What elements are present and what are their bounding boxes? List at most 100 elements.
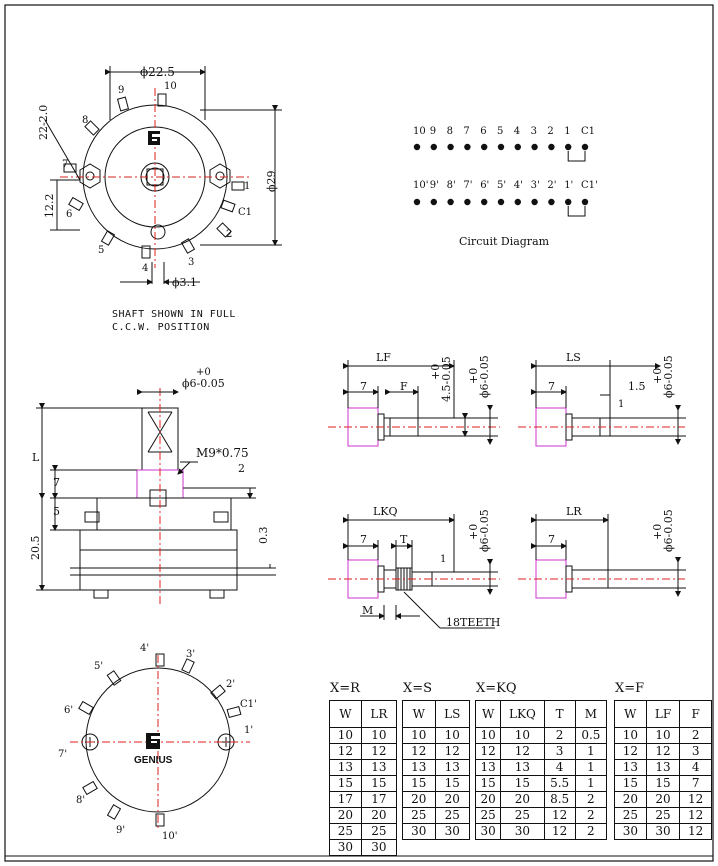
circuit-pin-label: 9' (429, 180, 439, 191)
circuit-wiper-link (567, 151, 586, 162)
table-cell: 10 (402, 727, 436, 744)
table-cell: 13 (500, 759, 545, 776)
circuit-dot (413, 143, 421, 151)
table-cell: 25 (474, 807, 502, 824)
table-cell: 1 (574, 743, 608, 760)
circuit-dot (464, 198, 471, 206)
table-cell: 25 (434, 807, 471, 824)
table-cell: 3 (679, 743, 712, 760)
circuit-dot (514, 198, 521, 206)
circuit-dot (548, 198, 555, 206)
circuit-dot (481, 198, 488, 206)
table-cell: 15 (614, 775, 647, 792)
table-cell: 12 (543, 807, 576, 824)
table-cell: 10 (474, 727, 502, 744)
shaft-lr-dim-b: ϕ6-0.05 (662, 509, 675, 552)
shaft-lkq-dim-b: ϕ6-0.05 (478, 509, 491, 552)
dim-0-3: 0.3 (257, 526, 270, 545)
shaft-lr (518, 514, 686, 599)
table-cell: 20 (329, 807, 362, 824)
table-cell: 12 (645, 743, 681, 760)
table-cell: 13 (645, 759, 681, 776)
table-xkq-title: X=KQ (476, 681, 517, 696)
side-view (36, 388, 276, 605)
circuit-pin-label: 7 (463, 126, 470, 137)
dim-offset-12-2: 12.2 (43, 193, 56, 219)
dim-angle-22-2: 22-2.0 (37, 104, 50, 140)
table-cell: 13 (360, 759, 398, 776)
table-cell: 12 (679, 823, 712, 840)
bottom-view-pins (78, 653, 242, 827)
pin-label-9p: 9' (116, 825, 126, 836)
circuit-dot (548, 143, 555, 151)
circuit-diagram (413, 143, 589, 217)
table-cell: 2 (574, 791, 608, 808)
table-header: LF (645, 700, 681, 728)
pin-label-2p: 2' (226, 679, 236, 690)
circuit-pin-label: 8' (446, 180, 456, 191)
pin-label-7p: 7' (58, 749, 68, 760)
circuit-pin-label: 5' (497, 180, 507, 191)
circuit-pin-label: 6 (480, 126, 487, 137)
table-cell: 20 (645, 791, 681, 808)
circuit-pin-label: 4' (513, 180, 523, 191)
shaft-lf-dim-7: 7 (360, 380, 367, 393)
circuit-pin-label: 3' (530, 180, 540, 191)
table-cell: 25 (329, 823, 362, 840)
circuit-pin-label: 4 (513, 126, 521, 137)
pin-label-5: 5 (98, 245, 105, 256)
table-xr-title: X=R (330, 681, 360, 696)
table-cell: 1 (574, 759, 608, 776)
brand-logo-top (148, 131, 160, 145)
circuit-dot (497, 198, 505, 206)
table-header: LKQ (500, 700, 545, 728)
dim-7-side: 7 (53, 476, 60, 489)
shaft-lkq (328, 514, 500, 629)
table-cell: 13 (474, 759, 502, 776)
table-cell: 12 (329, 743, 362, 760)
circuit-pin-label: C1' (581, 180, 598, 191)
circuit-pin-label: 8 (446, 126, 453, 137)
pin-label-9: 9 (118, 85, 125, 96)
dim-diameter-22-5: ϕ22.5 (140, 65, 175, 79)
circuit-pin-label: 1 (564, 126, 571, 137)
pin-label-8p: 8' (76, 795, 86, 806)
circuit-pin-label: 7' (463, 180, 473, 191)
table-cell: 10 (329, 727, 362, 744)
table-cell: 12 (434, 743, 471, 760)
circuit-dot (581, 143, 589, 151)
top-view-caption: SHAFT SHOWN IN FULL C.C.W. POSITION (112, 308, 236, 334)
table-cell: 13 (614, 759, 647, 776)
pin-label-c1p: C1' (240, 699, 257, 710)
shaft-tol-top: +0 (196, 367, 211, 378)
shaft-ls-label: LS (566, 351, 581, 364)
table-cell: 7 (679, 775, 712, 792)
table-cell: 15 (360, 775, 398, 792)
shaft-ls-dim-1-5: 1.5 (628, 380, 646, 393)
shaft-lf-label: LF (376, 351, 391, 364)
circuit-dot (481, 143, 488, 151)
table-cell: 4 (679, 759, 712, 776)
pin-label-6p: 6' (64, 705, 74, 716)
circuit-pin-label: 10' (413, 180, 429, 191)
pin-label-3p: 3' (186, 649, 196, 660)
table-cell: 2 (574, 823, 608, 840)
shaft-lkq-teeth: 18TEETH (446, 616, 501, 629)
shaft-lkq-dim-7: 7 (360, 533, 367, 546)
caption-line-2: C.C.W. POSITION (112, 322, 210, 333)
table-cell: 2 (679, 727, 712, 744)
